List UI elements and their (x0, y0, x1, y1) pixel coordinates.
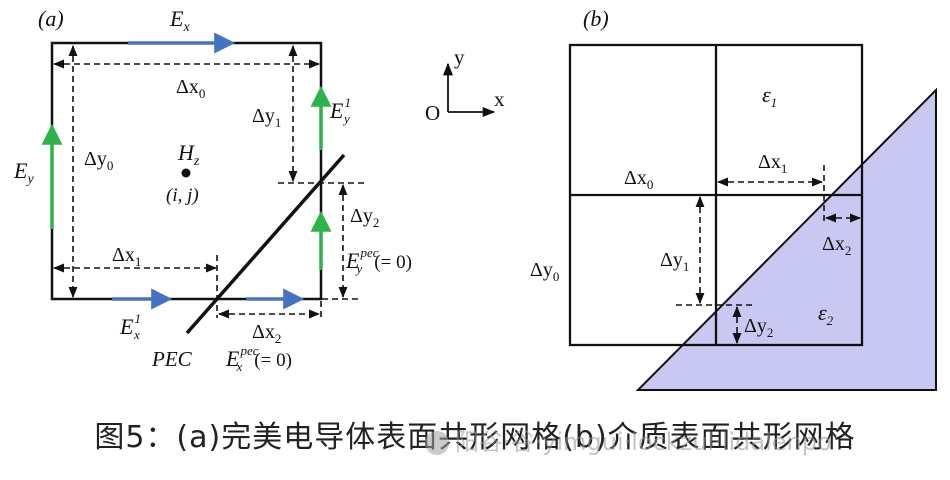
pec-boundary-line (185, 153, 346, 335)
watermark-text: 阳谷·谷·yimgui·lockzul·lidalenpo (455, 428, 832, 456)
panel-b-dimensions (676, 165, 862, 345)
ij-label: (i, j) (166, 185, 199, 206)
panel-b-tag: (b) (583, 6, 609, 31)
origin-label: O (425, 101, 440, 125)
b-dy1-label: Δy1 (660, 249, 689, 274)
b-dy2-label: Δy2 (744, 315, 773, 340)
b-dy0-label: Δy0 (530, 259, 559, 284)
eps2-label: ε2 (818, 300, 834, 328)
pec-label: PEC (151, 347, 193, 371)
figure-caption: 图5：(a)完美电导体表面共形网格(b)介质表面共形网格 (94, 420, 856, 455)
eps1-label: ε1 (762, 82, 777, 110)
x-axis-label: x (494, 87, 505, 111)
ey-label: Ey (13, 158, 34, 187)
b-dx0-label: Δx0 (624, 167, 653, 192)
dy1-label: Δy1 (252, 105, 281, 130)
dx1-label: Δx1 (112, 244, 141, 269)
y-axis-label: y (454, 45, 465, 69)
hz-node-dot (181, 168, 191, 178)
panel-a-dimensions (52, 44, 365, 320)
dx2-label: Δx2 (252, 321, 281, 346)
panel-a: (a) Ex Δx0 Δy0 Ey H (13, 6, 412, 374)
dy0-label: Δy0 (84, 148, 113, 173)
hz-label: Hz (177, 140, 200, 169)
dy2-label: Δy2 (350, 205, 379, 230)
panel-b: (b) ε1 ε2 Δx0 Δx1 Δx2 Δy1 Δy2 Δy0 (530, 6, 937, 391)
watermark: 阳谷·谷·yimgui·lockzul·lidalenpo (425, 422, 832, 457)
dx0-label: Δx0 (176, 76, 205, 101)
panel-a-tag: (a) (38, 6, 64, 31)
b-dx1-label: Δx1 (758, 151, 787, 176)
watermark-logo-icon (425, 431, 449, 455)
mesh-grid (568, 43, 864, 347)
coordinate-axes: y x O (425, 45, 505, 125)
ex-label: Ex (169, 6, 190, 35)
b-dx2-label: Δx2 (822, 233, 851, 258)
